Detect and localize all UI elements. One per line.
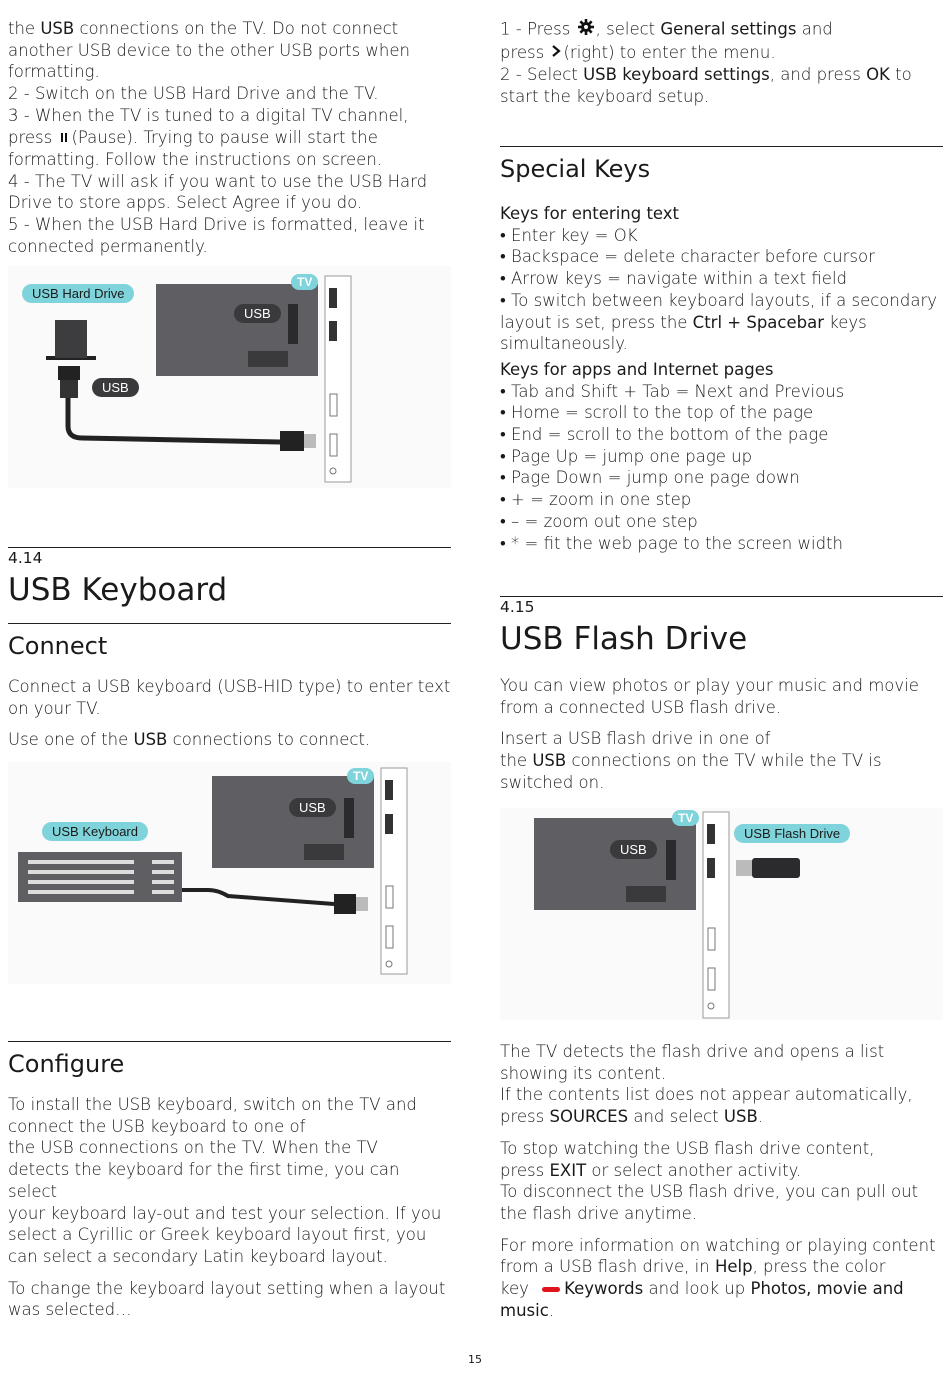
paragraph-line: connect the USB keyboard to one of (8, 1116, 306, 1136)
section-number: 4.15 (500, 598, 535, 616)
paragraph-line: To disconnect the USB flash drive, you c… (500, 1182, 919, 1202)
paragraph-line: Use one of the USB connections to connec… (8, 730, 371, 750)
paragraph-line: Connect a USB keyboard (USB-HID type) to… (8, 677, 451, 696)
usb-keyboard-illustration: USB Keyboard USB TV (8, 762, 451, 984)
step-line: 2 - Select USB keyboard settings, and pr… (500, 65, 912, 85)
subsection-rule (8, 623, 451, 624)
step-line: press (right) to enter the menu. (500, 42, 943, 64)
tv-usb-port-label: USB (234, 304, 281, 323)
list-item: • Arrow keys = navigate within a text fi… (500, 269, 847, 289)
intro-line: press (Pause). Trying to pause will star… (8, 127, 451, 149)
special-keys-list: Keys for entering text • Enter key = OK … (500, 203, 943, 554)
paragraph-line: from a USB flash drive, in Help, press t… (500, 1257, 886, 1277)
tv-badge: TV (347, 768, 375, 784)
subsection-title-connect: Connect (8, 632, 108, 660)
paragraph-line: the flash drive anytime. (500, 1203, 697, 1223)
list-heading: Keys for entering text (500, 204, 680, 223)
intro-line: connected permanently. (8, 236, 208, 256)
list-item: • + = zoom in one step (500, 490, 692, 510)
list-item: • To switch between keyboard layouts, if… (500, 290, 937, 310)
list-item: • * = fit the web page to the screen wid… (500, 533, 843, 553)
red-color-key-icon (542, 1287, 561, 1293)
paragraph-line: your keyboard lay-out and test your sele… (8, 1203, 442, 1223)
subsection-rule (8, 1041, 451, 1042)
list-item: • – = zoom out one step (500, 511, 698, 531)
list-item: • Backspace = delete character before cu… (500, 247, 875, 267)
subsection-title-special-keys: Special Keys (500, 155, 651, 183)
intro-line: another USB device to the other USB port… (8, 40, 410, 60)
paragraph-line: The TV detects the flash drive and opens… (500, 1042, 885, 1061)
paragraph-line: the USB connections on the TV. When the … (8, 1138, 378, 1158)
paragraph-line: You can view photos or play your music a… (500, 676, 919, 695)
keyboard-setup-steps: 1 - Press , select General settings and … (500, 18, 943, 107)
pause-icon (57, 127, 71, 149)
flash-detect-text: The TV detects the flash drive and opens… (500, 1041, 943, 1321)
intro-line: the USB connections on the TV. Do not co… (8, 19, 399, 38)
paragraph-line: select a Cyrillic or Greek keyboard layo… (8, 1225, 427, 1245)
usb-keyboard-label: USB Keyboard (42, 822, 148, 841)
paragraph-line: from a connected USB flash drive. (500, 697, 782, 717)
paragraph-line: To stop watching the USB flash drive con… (500, 1138, 875, 1158)
page-number: 15 (468, 1353, 482, 1366)
paragraph-line: If the contents list does not appear aut… (500, 1085, 913, 1105)
list-item: • Page Up = jump one page up (500, 446, 753, 466)
paragraph-line: press EXIT or select another activity. (500, 1160, 802, 1180)
intro-text: the USB connections on the TV. Do not co… (8, 18, 451, 257)
paragraph-line: key Keywords and look up Photos, movie a… (500, 1279, 904, 1299)
paragraph-line: press SOURCES and select USB. (500, 1107, 764, 1127)
step-line: 1 - Press , select General settings and (500, 18, 943, 42)
list-item: • Home = scroll to the top of the page (500, 403, 814, 423)
tv-usb-port-label: USB (289, 798, 336, 817)
flash-intro-text: You can view photos or play your music a… (500, 675, 943, 794)
intro-line: Drive to store apps. Select Agree if you… (8, 193, 363, 213)
section-title: USB Flash Drive (500, 621, 748, 657)
chevron-right-icon (549, 42, 563, 64)
tv-usb-port-label: USB (610, 840, 657, 859)
list-heading: Keys for apps and Internet pages (500, 359, 774, 379)
tv-badge: TV (291, 274, 319, 290)
paragraph-line: showing its content. (500, 1063, 667, 1083)
paragraph-line: To install the USB keyboard, switch on t… (8, 1095, 417, 1114)
tv-badge: TV (672, 810, 700, 826)
paragraph-line: music. (500, 1300, 555, 1320)
usb-cable-label: USB (92, 378, 139, 397)
section-rule (500, 596, 943, 597)
subsection-title-configure: Configure (8, 1050, 125, 1078)
section-title: USB Keyboard (8, 572, 228, 608)
intro-line: 5 - When the USB Hard Drive is formatted… (8, 214, 425, 234)
paragraph-line: can select a secondary Latin keyboard la… (8, 1246, 388, 1266)
paragraph-line: was selected… (8, 1300, 132, 1320)
intro-line: 2 - Switch on the USB Hard Drive and the… (8, 84, 379, 104)
paragraph-line: To change the keyboard layout setting wh… (8, 1278, 446, 1298)
list-item: • End = scroll to the bottom of the page (500, 425, 829, 445)
paragraph-line: on your TV. (8, 698, 101, 718)
list-item: • Enter key = OK (500, 225, 638, 245)
intro-line: formatting. Follow the instructions on s… (8, 149, 383, 169)
intro-line: 4 - The TV will ask if you want to use t… (8, 171, 428, 191)
step-line: start the keyboard setup. (500, 86, 710, 106)
usb-hard-drive-illustration: USB Hard Drive USB USB TV (8, 266, 451, 488)
paragraph-line: Insert a USB flash drive in one of (500, 729, 771, 749)
list-item: simultaneously. (500, 334, 628, 354)
list-item: layout is set, press the Ctrl + Spacebar… (500, 312, 867, 332)
list-item: • Page Down = jump one page down (500, 468, 800, 488)
usb-flash-drive-label: USB Flash Drive (734, 824, 851, 843)
paragraph-line: the USB connections on the TV while the … (500, 751, 882, 771)
intro-line: formatting. (8, 62, 100, 82)
configure-text: To install the USB keyboard, switch on t… (8, 1094, 451, 1321)
section-number: 4.14 (8, 549, 43, 567)
section-rule (8, 547, 451, 548)
usb-hard-drive-label: USB Hard Drive (22, 284, 135, 303)
usb-flash-drive-illustration: USB Flash Drive USB TV (500, 808, 943, 1020)
connect-text: Connect a USB keyboard (USB-HID type) to… (8, 676, 451, 751)
gear-icon (576, 18, 596, 42)
list-item: • Tab and Shift + Tab = Next and Previou… (500, 381, 845, 401)
paragraph-line: switched on. (500, 772, 605, 792)
paragraph-line: For more information on watching or play… (500, 1235, 936, 1255)
subsection-rule (500, 146, 943, 147)
intro-line: 3 - When the TV is tuned to a digital TV… (8, 105, 409, 125)
paragraph-line: detects the keyboard for the first time,… (8, 1160, 400, 1201)
